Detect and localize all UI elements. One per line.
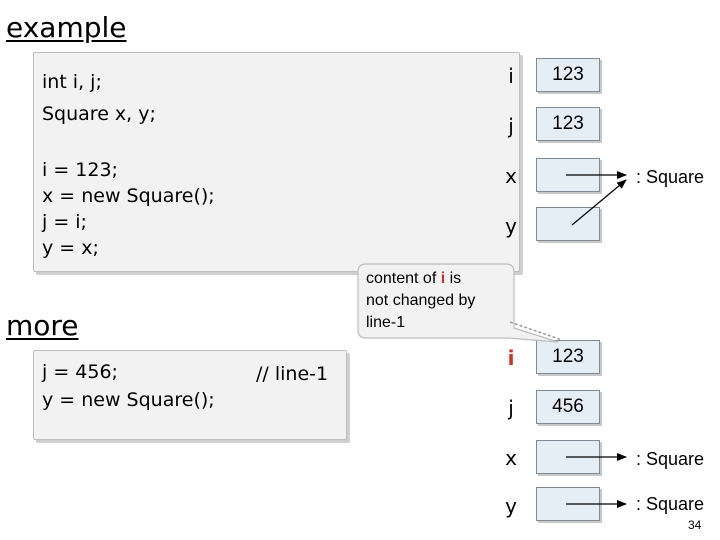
object-label-square-x: : Square (636, 449, 705, 469)
code-line: y = x; (42, 237, 99, 259)
var-box-j-after: 456 (536, 390, 600, 424)
callout-pointer (509, 321, 563, 341)
var-box-i-after: 123 (536, 340, 600, 374)
callout-line3: line-1 (366, 314, 406, 331)
var-value-i-after: 123 (552, 346, 584, 367)
code-panel-bottom: j = 456; y = new Square(); // line-1 (33, 350, 347, 440)
var-value-j: 123 (552, 113, 584, 134)
object-label-square-y: : Square (636, 494, 705, 514)
code-line: j = i; (42, 211, 87, 233)
callout-bubble (357, 263, 563, 343)
var-value-i: 123 (552, 64, 584, 85)
heading-example: example (6, 11, 127, 44)
var-label-j: j (508, 114, 514, 138)
var-label-y-after: y (505, 494, 517, 518)
object-label-square: : Square (636, 167, 705, 187)
var-value-j-after: 456 (552, 396, 584, 417)
arrow-y-to-square (571, 179, 627, 226)
var-box-j: 123 (536, 107, 600, 141)
var-label-i: i (508, 64, 514, 88)
var-label-j-after: j (508, 396, 514, 420)
callout-line2: not changed by (366, 292, 476, 309)
callout-text: content of i is (366, 268, 461, 290)
code-line: x = new Square(); (42, 185, 215, 207)
callout-part1: content of (366, 270, 441, 287)
heading-more: more (6, 309, 79, 342)
code-line: i = 123; (42, 159, 118, 181)
callout-highlight: i (440, 270, 446, 287)
code-line: y = new Square(); (42, 389, 215, 411)
code-line: int i, j; (42, 71, 102, 93)
var-box-y (536, 207, 600, 241)
code-line: j = 456; (42, 361, 118, 383)
slide-number: 34 (688, 518, 702, 532)
var-label-x: x (505, 164, 517, 188)
var-label-x-after: x (505, 446, 517, 470)
code-line: Square x, y; (42, 103, 156, 125)
callout-part2: is (445, 270, 462, 287)
var-label-i-after: i (507, 346, 515, 370)
code-panel-top: int i, j; Square x, y; i = 123; x = new … (33, 52, 520, 272)
code-comment: // line-1 (256, 363, 329, 385)
var-label-y: y (505, 214, 517, 238)
var-box-i: 123 (536, 58, 600, 92)
